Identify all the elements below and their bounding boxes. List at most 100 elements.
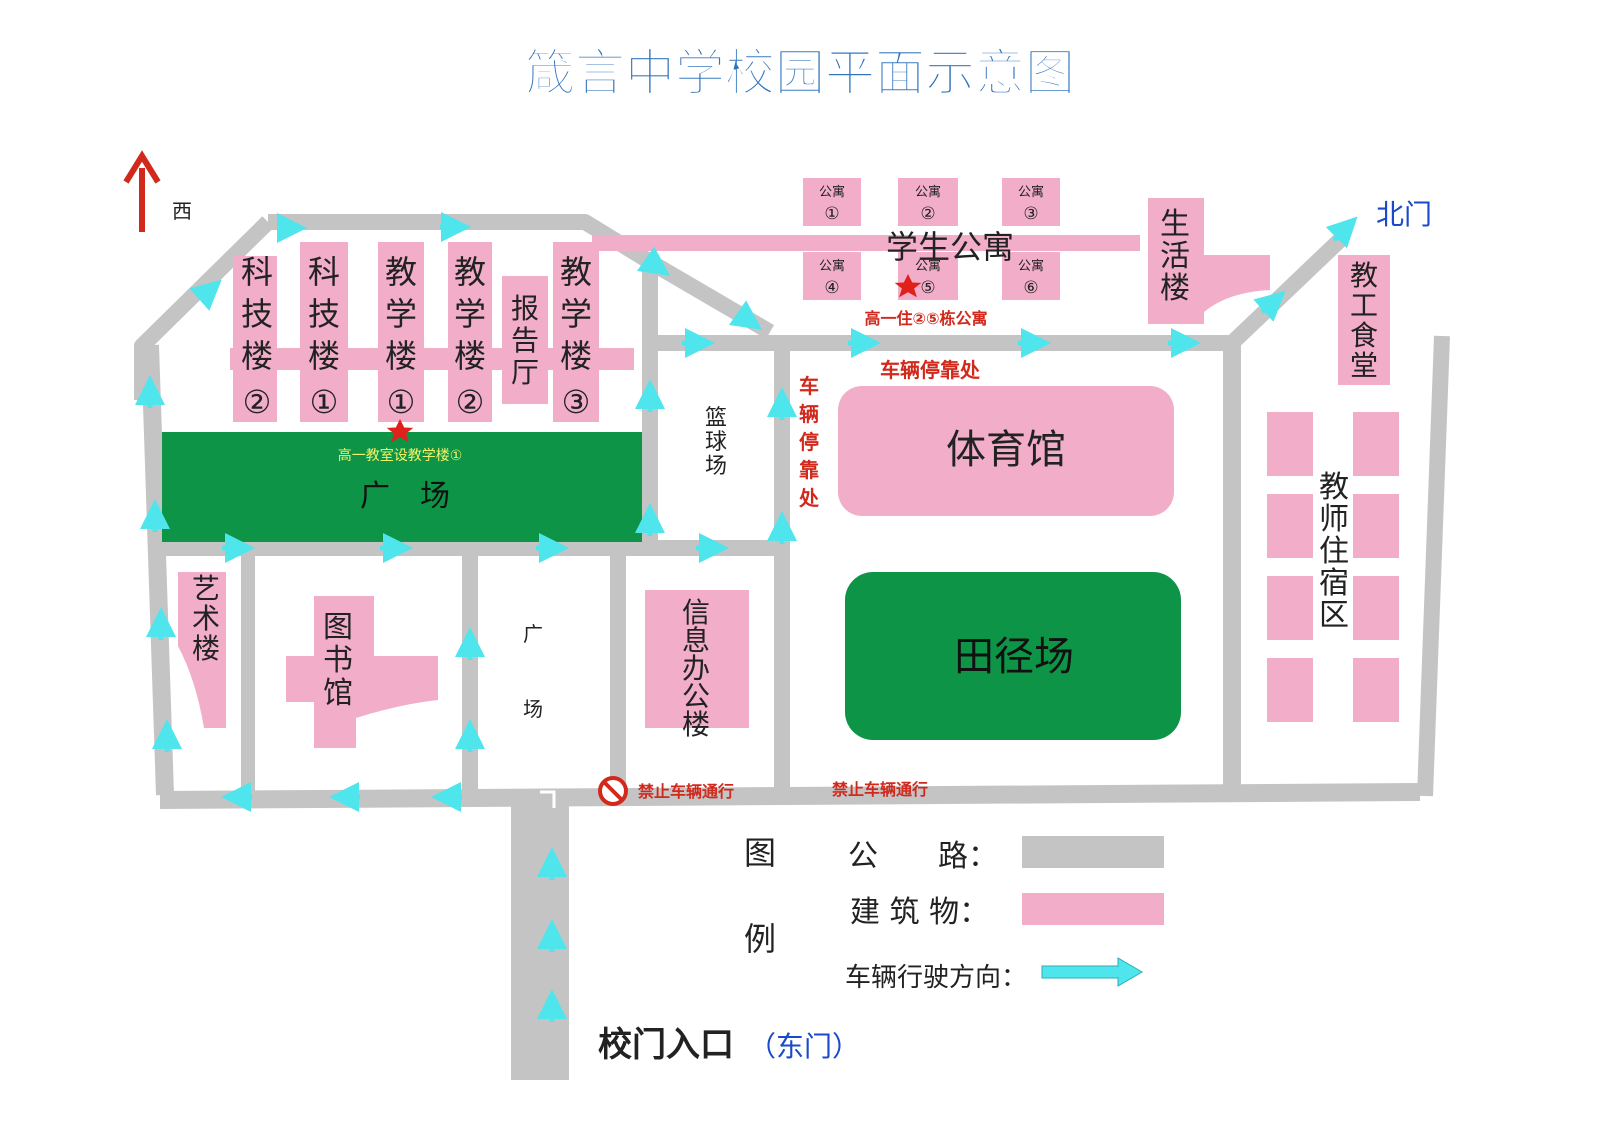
road-east-edge — [1417, 335, 1450, 797]
gongyu-3-num: ③ — [1023, 204, 1038, 224]
keji-2-c1: 科 — [241, 253, 273, 291]
no-entry-icon — [598, 776, 628, 806]
north-gate-label: 北门 — [1376, 198, 1432, 231]
note-no-vehicle-1: 禁止车辆通行 — [638, 782, 734, 801]
legend-tu: 图 — [744, 834, 776, 872]
keji-1-shape — [300, 242, 348, 422]
baogao-c3: 厅 — [511, 356, 539, 389]
jiaogong-shitang-shape — [1338, 255, 1390, 385]
parking-v-c1: 车 — [799, 374, 819, 398]
jiaoxue-3-shape — [553, 242, 599, 422]
shenghuo-wing-shape — [1204, 255, 1270, 312]
tushu-c3: 馆 — [323, 676, 353, 711]
shenghuo-c1: 生 — [1160, 207, 1190, 242]
shitang-c1: 教 — [1350, 259, 1378, 292]
shenghuo-c2: 活 — [1160, 239, 1190, 274]
gongyu-1-num: ① — [824, 204, 839, 224]
east-gate-paren: （东门） — [748, 1030, 860, 1063]
keji-2-shape — [233, 256, 277, 422]
plaza-main-label: 广 场 — [360, 479, 450, 514]
jiaoxue-3-num: ③ — [562, 383, 591, 421]
xinxi-c2: 息 — [682, 624, 710, 657]
xinxi-c3: 办 — [682, 652, 710, 685]
keji-1: 科 技 楼 ① — [308, 253, 340, 421]
jiaoxue-1: 教 学 楼 ① — [385, 253, 417, 421]
arrow-icon — [1253, 290, 1286, 322]
keji-1-c1: 科 — [308, 253, 340, 291]
parking-v-c4: 靠 — [799, 458, 819, 482]
buildings — [178, 178, 1399, 748]
xinxi-c5: 楼 — [682, 708, 710, 741]
plaza-main — [162, 432, 642, 542]
jiaoxue-2: 教 学 楼 ② — [454, 253, 486, 421]
parking-v-c5: 处 — [798, 486, 820, 510]
jiaoxue-3: 教 学 楼 ③ — [560, 253, 592, 421]
teacher-res-a1 — [1267, 412, 1313, 476]
gongyu-1-shape — [803, 178, 861, 226]
lanqiu-c3: 场 — [705, 454, 727, 479]
keji-1-c2: 技 — [308, 295, 340, 333]
track-field — [845, 572, 1181, 740]
basketball-court: 篮 球 场 — [705, 406, 727, 479]
gongyu-3-label: 公寓 — [1018, 184, 1044, 200]
arrow-icon — [189, 279, 222, 311]
arrow-icon — [728, 300, 763, 330]
teacher-res-b1 — [1353, 412, 1399, 476]
tushu-guan: 图 书 馆 — [323, 610, 353, 711]
road-west-outer — [141, 344, 174, 796]
yishu-lou: 艺 术 楼 — [192, 572, 220, 665]
shenghuo-c3: 楼 — [1160, 271, 1190, 306]
legend-building-label: 建 筑 物： — [850, 895, 989, 930]
parking-v-c2: 辆 — [799, 402, 819, 426]
jiaogong-shitang: 教 工 食 堂 — [1350, 259, 1378, 382]
yishu-c3: 楼 — [192, 632, 220, 665]
plaza-small-c2: 场 — [523, 697, 543, 721]
jiaoxue-2-shape — [448, 242, 492, 422]
gongyu-3-shape — [1002, 178, 1060, 226]
legend-road-label: 公 路： — [848, 839, 998, 874]
xinxi-c1: 信 — [682, 596, 710, 629]
keji-2: 科 技 楼 ② — [241, 253, 273, 421]
note-gaoyi-classroom: 高一教室设教学楼① — [338, 447, 463, 464]
baogao-c1: 报 — [511, 292, 539, 325]
jiaoxue-2-num: ② — [456, 383, 485, 421]
jiaoxue-1-c3: 楼 — [385, 337, 417, 375]
gongyu-6-num: ⑥ — [1023, 278, 1038, 298]
jiaoshi-zhusu-qu: 教 师 住 宿 区 — [1319, 470, 1349, 633]
compass-arrowhead-icon — [123, 150, 161, 184]
legend-road-swatch — [1022, 836, 1164, 868]
zhusu-c4: 宿 — [1319, 566, 1349, 601]
plaza-small: 广 场 — [523, 622, 543, 721]
compass-label: 西 — [172, 199, 192, 223]
legend-arrow-icon — [1041, 957, 1143, 987]
note-parking-horizontal: 车辆停靠处 — [880, 358, 981, 382]
jiaoxue-1-c2: 学 — [385, 295, 417, 333]
jiaoxue-3-c3: 楼 — [560, 337, 592, 375]
dorm-labels: 公寓 ① 公寓 ② 公寓 ③ 公寓 ④ 公寓 ⑤ 公寓 ⑥ 学生公寓 — [819, 184, 1044, 298]
gongyu-5-num: ⑤ — [920, 278, 935, 298]
legend-li: 例 — [744, 920, 776, 958]
xinxi-shape — [645, 590, 749, 728]
zhusu-c2: 师 — [1319, 502, 1349, 537]
parking-v-c3: 停 — [799, 430, 819, 454]
compass: 西 — [123, 150, 192, 232]
keji-1-c3: 楼 — [308, 337, 340, 375]
lanqiu-c1: 篮 — [705, 406, 727, 431]
keji-2-num: ② — [243, 383, 272, 421]
gongyu-4-label: 公寓 — [819, 258, 845, 274]
baogao-ting: 报 告 厅 — [511, 292, 539, 389]
keji-2-c2: 技 — [241, 295, 273, 333]
shenghuo-lou: 生 活 楼 — [1160, 207, 1190, 306]
map-title: 箴言中学校园平面示意图 — [525, 44, 1075, 102]
shitang-c2: 工 — [1350, 289, 1378, 322]
tiyuguan-shape — [838, 386, 1174, 516]
gongyu-4-shape — [803, 252, 861, 300]
gongyu-4-num: ④ — [824, 278, 839, 298]
teacher-res-a3 — [1267, 576, 1313, 640]
zhusu-c5: 区 — [1319, 598, 1349, 633]
note-parking-vertical: 车 辆 停 靠 处 — [798, 374, 820, 510]
tushu-c1: 图 — [323, 610, 353, 645]
road-north-gate — [1226, 234, 1346, 349]
tianjingchang-label: 田径场 — [954, 634, 1074, 680]
tiyuguan-label: 体育馆 — [946, 427, 1066, 473]
